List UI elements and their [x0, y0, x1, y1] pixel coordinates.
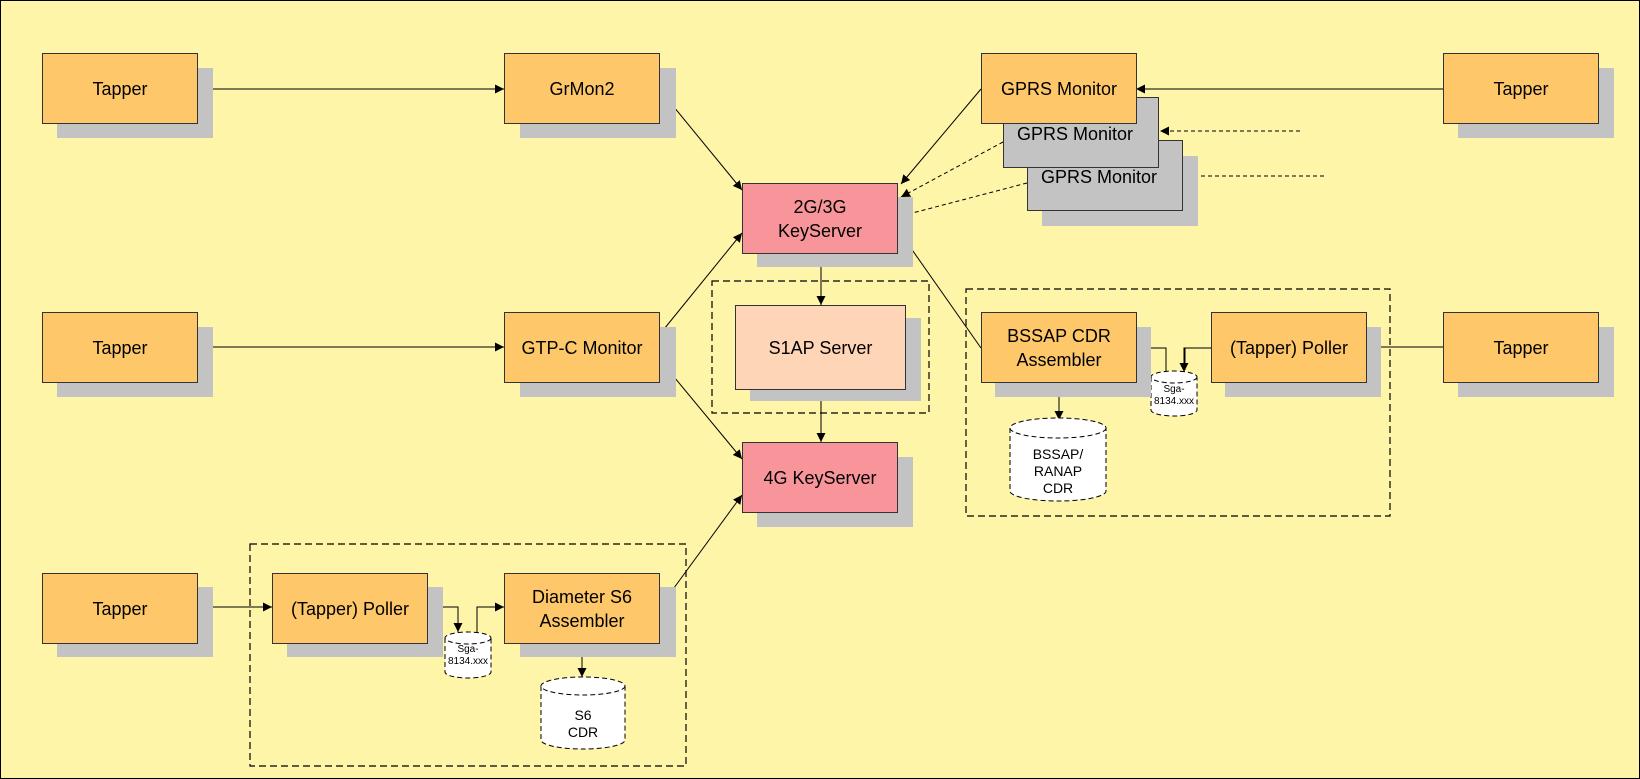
node-label: Tapper — [1493, 78, 1549, 99]
node-label: S1AP Server — [768, 337, 873, 358]
node-label: Diameter S6 Assembler — [531, 586, 633, 631]
sga-cylinder-bottom — [444, 631, 492, 679]
poller-node: (Tapper) Poller — [1211, 312, 1367, 383]
arrow-poller-to-sga — [1179, 347, 1211, 372]
sga-cylinder-right — [1150, 370, 1198, 417]
s6-cdr-cylinder — [540, 676, 626, 750]
node-label: 2G/3G KeyServer — [777, 196, 863, 241]
node-label: BSSAP CDR Assembler — [1007, 325, 1111, 370]
node-label: Tapper — [92, 337, 148, 358]
node-label: GPRS Monitor — [1000, 78, 1118, 99]
sga-file-label: Sga- 8134.xxx — [447, 644, 489, 667]
node-label: GrMon2 — [549, 78, 615, 99]
tapper-node: Tapper — [42, 53, 198, 124]
arrow-gtpc-to-keyserver — [659, 232, 743, 335]
gprs-monitor-node: GPRS Monitor — [981, 53, 1137, 124]
node-label: 4G KeyServer — [763, 467, 877, 488]
diameter-assembler-node: Diameter S6 Assembler — [504, 573, 660, 644]
node-label: GPRS Monitor — [1017, 124, 1134, 144]
bssap-group-frame — [965, 288, 1391, 517]
node-label: Tapper — [92, 78, 148, 99]
node-label: (Tapper) Poller — [1229, 337, 1349, 358]
node-label: GTP-C Monitor — [521, 337, 643, 358]
bssap-cdr-label: BSSAP/ RANAP CDR — [1032, 446, 1084, 496]
s6-cdr-label: S6 CDR — [567, 707, 599, 740]
diameter-group-frame — [249, 543, 687, 767]
node-label: Tapper — [1493, 337, 1549, 358]
arrow-bssap-to-keyserver — [900, 233, 982, 349]
arrow-sga-to-diameter — [476, 602, 504, 632]
arrow-gprs-to-keyserver — [900, 88, 982, 185]
keyserver-2g3g-node: 2G/3G KeyServer — [742, 183, 898, 254]
tapper-node: Tapper — [42, 312, 198, 383]
grmon2-node: GrMon2 — [504, 53, 660, 124]
bssap-assembler-node: BSSAP CDR Assembler — [981, 312, 1137, 383]
tapper-node: Tapper — [1443, 53, 1599, 124]
bssap-cdr-cylinder — [1009, 417, 1107, 502]
poller-node: (Tapper) Poller — [272, 573, 428, 644]
keyserver-4g-node: 4G KeyServer — [742, 442, 898, 513]
node-label: GPRS Monitor — [1041, 167, 1158, 187]
node-label: Tapper — [92, 598, 148, 619]
arrow-gprs3-to-keyserver — [900, 182, 1028, 219]
arrow-gprs2-to-keyserver — [900, 141, 1004, 198]
s1ap-server-node: S1AP Server — [735, 305, 906, 390]
tapper-node: Tapper — [42, 573, 198, 644]
sga-file-label: Sga- 8134.xxx — [1153, 384, 1195, 407]
node-label: (Tapper) Poller — [290, 598, 410, 619]
tapper-node: Tapper — [1443, 312, 1599, 383]
gtpc-monitor-node: GTP-C Monitor — [504, 312, 660, 383]
